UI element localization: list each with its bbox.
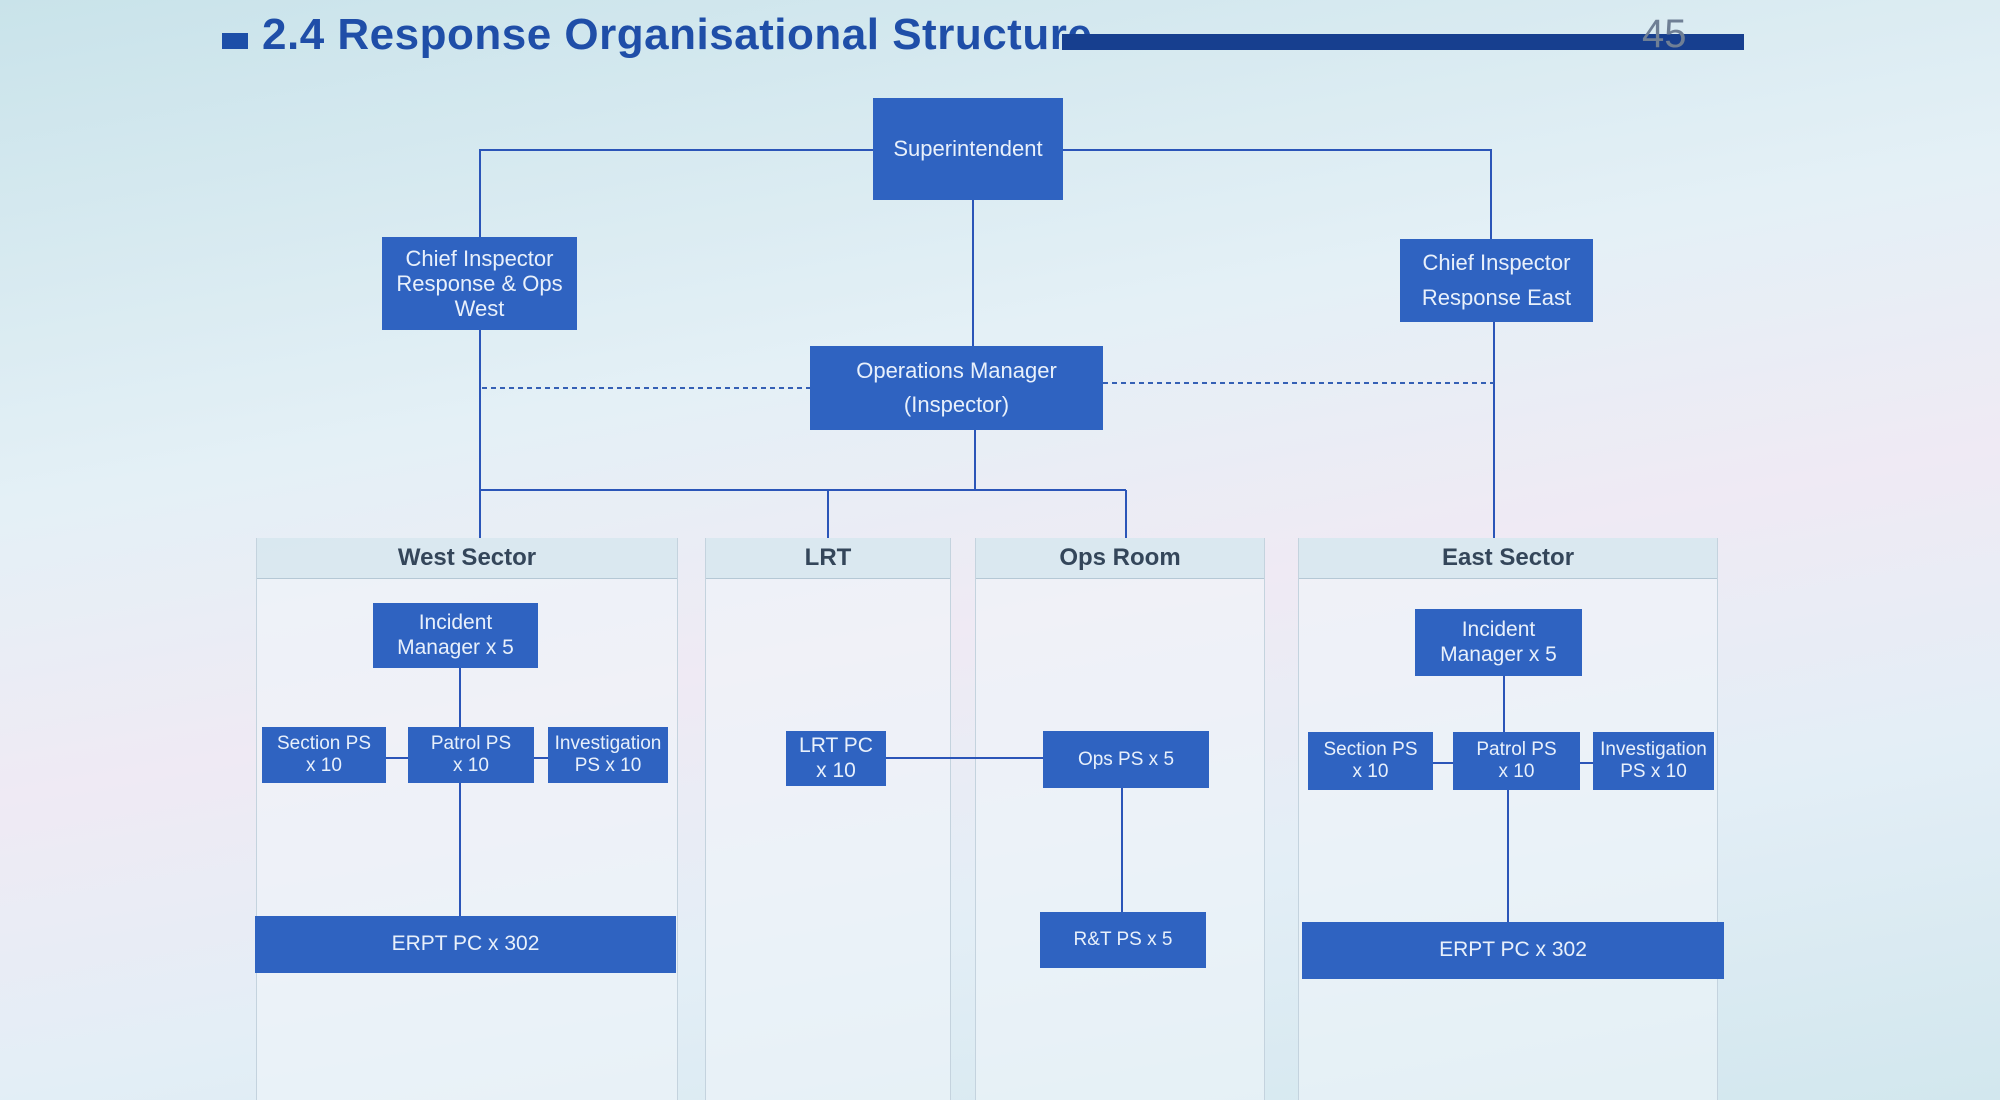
- west-patrol-ps-box: Patrol PS x 10: [408, 727, 534, 783]
- superintendent-box: Superintendent: [873, 98, 1063, 200]
- lrt-pc-box: LRT PC x 10: [786, 731, 886, 786]
- page-number: 45: [1642, 12, 1687, 56]
- east-sector-header: East Sector: [1299, 538, 1717, 579]
- rt-ps-box: R&T PS x 5: [1040, 912, 1206, 968]
- west-investigation-ps-box: Investigation PS x 10: [548, 727, 668, 783]
- chief-inspector-east-box: Chief Inspector Response East: [1400, 239, 1593, 322]
- slide-title: 2.4 Response Organisational Structure: [262, 10, 1093, 59]
- west-sector-panel: West Sector: [256, 538, 678, 1100]
- ops-ps-box: Ops PS x 5: [1043, 731, 1209, 788]
- east-incident-manager-box: Incident Manager x 5: [1415, 609, 1582, 676]
- line-super-ci-west: [479, 149, 873, 237]
- west-section-ps-box: Section PS x 10: [262, 727, 386, 783]
- west-incident-manager-box: Incident Manager x 5: [373, 603, 538, 668]
- chief-inspector-west-box: Chief Inspector Response & Ops West: [382, 237, 577, 330]
- west-sector-header: West Sector: [257, 538, 677, 579]
- west-erpt-box: ERPT PC x 302: [255, 916, 676, 973]
- east-patrol-ps-box: Patrol PS x 10: [1453, 732, 1580, 790]
- east-erpt-box: ERPT PC x 302: [1302, 922, 1724, 979]
- east-section-ps-box: Section PS x 10: [1308, 732, 1433, 790]
- line-super-ci-east: [1062, 149, 1492, 239]
- operations-manager-box: Operations Manager (Inspector): [810, 346, 1103, 430]
- lrt-header: LRT: [706, 538, 950, 579]
- lrt-panel: LRT: [705, 538, 951, 1100]
- title-bar: [1062, 34, 1744, 50]
- east-investigation-ps-box: Investigation PS x 10: [1593, 732, 1714, 790]
- ops-room-header: Ops Room: [976, 538, 1264, 579]
- title-bullet: [222, 33, 248, 49]
- ops-room-panel: Ops Room: [975, 538, 1265, 1100]
